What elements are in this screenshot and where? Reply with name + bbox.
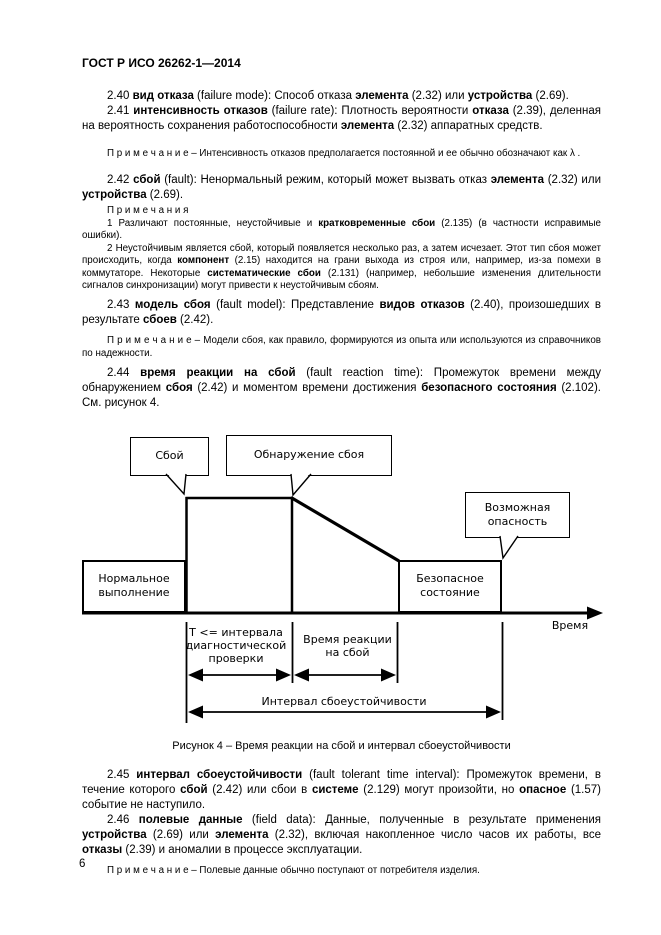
definition-2-44: 2.44 время реакции на сбой (fault reacti… — [82, 366, 601, 409]
note-item-2: 2 Неустойчивым является сбой, который по… — [82, 242, 601, 292]
note-2-43: П р и м е ч а н и е – Модели сбоя, как п… — [82, 334, 601, 359]
state-box-safe-state-label: Безопасное состояние — [416, 572, 484, 599]
definition-2-43: 2.43 модель сбоя (fault model): Представ… — [82, 298, 601, 326]
dim-label-fault-tolerant-interval: Интервал сбоеустойчивости — [261, 694, 427, 708]
callout-fault-detection: Обнаружение сбоя — [226, 434, 392, 476]
note-item-1: 1 Различают постоянные, неустойчивые и к… — [82, 217, 601, 242]
notes-2-42: П р и м е ч а н и я 1 Различают постоянн… — [82, 205, 601, 293]
note-2-41: П р и м е ч а н и е – Интенсивность отка… — [107, 148, 581, 159]
definition-2-41: 2.41 интенсивность отказов (failure rate… — [82, 105, 601, 132]
callout-fault-detection-label: Обнаружение сбоя — [253, 448, 365, 461]
time-axis-arrowhead — [587, 606, 603, 619]
definition-2-40: 2.40 вид отказа (failure mode): Способ о… — [107, 90, 569, 102]
callout-fault-label: Сбой — [155, 449, 184, 462]
page-number: 6 — [79, 858, 86, 870]
figure-4-diagram: Сбой Обнаружение сбоя Возможная опасност… — [82, 423, 604, 725]
dim-label-fault-reaction-time: Время реакции на сбой — [303, 632, 392, 659]
state-box-normal-operation: Нормальное выполнение — [82, 559, 186, 613]
document-header: ГОСТ Р ИСО 26262-1—2014 — [82, 56, 241, 70]
definition-2-46: 2.46 полевые данные (field data): Данные… — [82, 813, 602, 856]
dim-label-diagnostic-interval: T <= интервала диагностической проверки — [185, 625, 287, 665]
definition-2-45: 2.45 интервал сбоеустойчивости (fault to… — [82, 768, 602, 811]
state-box-normal-operation-label: Нормальное выполнение — [98, 572, 170, 599]
callout-possible-hazard-label: Возможная опасность — [484, 500, 551, 528]
notes-label: П р и м е ч а н и я — [107, 205, 189, 216]
time-axis-label: Время — [551, 618, 589, 632]
figure-caption: Рисунок 4 – Время реакции на сбой и инте… — [172, 739, 511, 752]
state-box-safe-state: Безопасное состояние — [398, 559, 502, 613]
note-2-46: П р и м е ч а н и е – Полевые данные обы… — [107, 864, 480, 876]
definition-2-42: 2.42 сбой (fault): Ненормальный режим, к… — [82, 174, 601, 201]
callout-possible-hazard: Возможная опасность — [465, 491, 570, 538]
callout-fault: Сбой — [130, 436, 209, 476]
